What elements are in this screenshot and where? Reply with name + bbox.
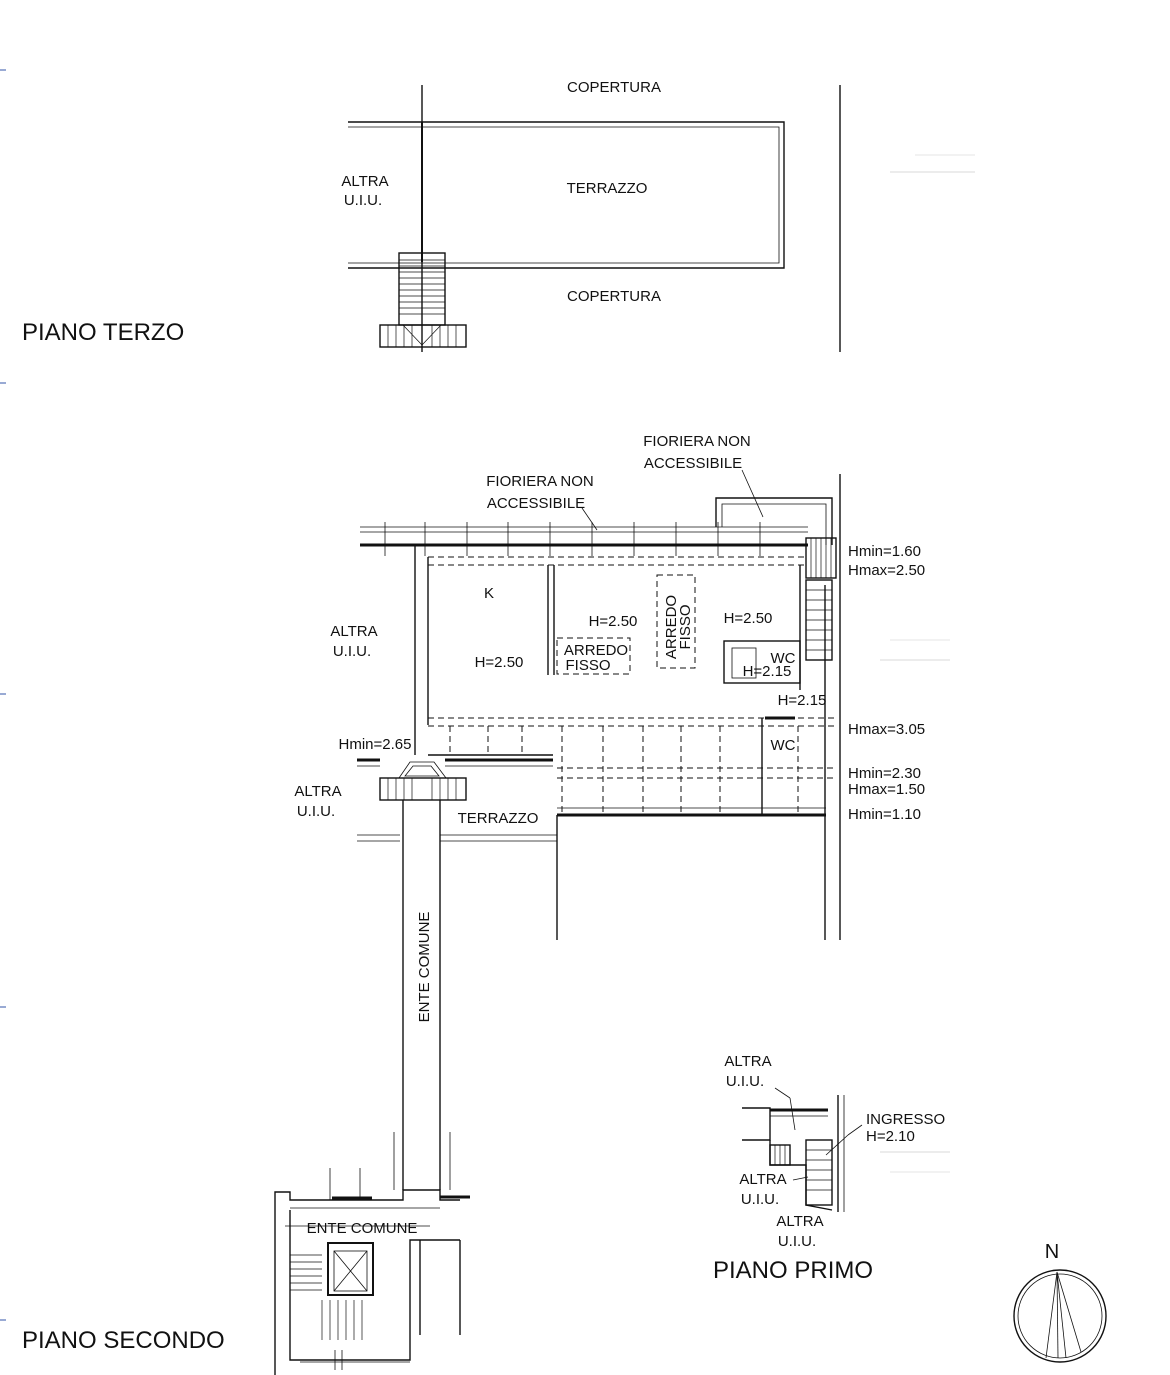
corridor-height-label: H=2.15 xyxy=(778,692,827,709)
arredo-fisso-vertical-line1: ARREDO xyxy=(663,595,680,659)
secondo-altra-b-line2: U.I.U. xyxy=(297,803,335,820)
secondo-terrazzo-label: TERRAZZO xyxy=(458,810,539,827)
margin-ticks xyxy=(0,69,6,1321)
ente-comune-vertical-label: ENTE COMUNE xyxy=(416,912,433,1023)
hmin-110-label: Hmin=1.10 xyxy=(848,806,921,823)
fioriera-right-line1: FIORIERA NON xyxy=(643,433,751,450)
primo-altra-a-line1: ALTRA xyxy=(724,1053,771,1070)
terzo-copertura-top-label: COPERTURA xyxy=(567,79,661,96)
piano-secondo-plan xyxy=(274,474,950,1375)
primo-altra-c-line1: ALTRA xyxy=(776,1213,823,1230)
ingresso-height-label: H=2.10 xyxy=(866,1128,915,1145)
fioriera-right-line2: ACCESSIBILE xyxy=(644,455,742,472)
secondo-altra-a-line1: ALTRA xyxy=(330,623,377,640)
height-label-center: H=2.50 xyxy=(589,613,638,630)
ingresso-label: INGRESSO xyxy=(866,1111,945,1128)
wc-label-upper: WC xyxy=(771,650,796,667)
arredo-fisso-line1: ARREDO xyxy=(564,642,628,659)
north-compass-icon xyxy=(1013,1269,1107,1363)
arredo-fisso-line2: FISSO xyxy=(565,657,610,674)
hmax-305-label: Hmax=3.05 xyxy=(848,721,925,738)
terzo-terrazzo-label: TERRAZZO xyxy=(567,180,648,197)
piano-terzo-plan xyxy=(348,85,975,352)
hmin-160-label: Hmin=1.60 xyxy=(848,543,921,560)
primo-altra-a-line2: U.I.U. xyxy=(726,1073,764,1090)
wc-height-label: H=2.15 xyxy=(743,663,792,680)
hmax-150-label: Hmax=1.50 xyxy=(848,781,925,798)
hmax-250-label: Hmax=2.50 xyxy=(848,562,925,579)
primo-altra-b-line1: ALTRA xyxy=(739,1171,786,1188)
piano-primo-title: PIANO PRIMO xyxy=(713,1257,873,1284)
height-label-right: H=2.50 xyxy=(724,610,773,627)
hmin-265-label: Hmin=2.65 xyxy=(339,736,412,753)
secondo-altra-b-line1: ALTRA xyxy=(294,783,341,800)
height-label-left: H=2.50 xyxy=(475,654,524,671)
primo-altra-c-line2: U.I.U. xyxy=(778,1233,816,1250)
hmin-230-label: Hmin=2.30 xyxy=(848,765,921,782)
piano-secondo-title: PIANO SECONDO xyxy=(22,1327,225,1354)
wc-label-lower: WC xyxy=(771,737,796,754)
kitchen-label: K xyxy=(484,585,494,602)
secondo-altra-a-line2: U.I.U. xyxy=(333,643,371,660)
piano-primo-plan xyxy=(742,1087,950,1212)
terzo-uiu-label: U.I.U. xyxy=(344,192,382,209)
terzo-altra-label: ALTRA xyxy=(341,173,388,190)
fioriera-left-line1: FIORIERA NON xyxy=(486,473,594,490)
fioriera-left-line2: ACCESSIBILE xyxy=(487,495,585,512)
terzo-copertura-bottom-label: COPERTURA xyxy=(567,288,661,305)
compass-north-label: N xyxy=(1045,1241,1059,1263)
ente-comune-horizontal-label: ENTE COMUNE xyxy=(307,1220,418,1237)
piano-terzo-title: PIANO TERZO xyxy=(22,319,184,346)
primo-altra-b-line2: U.I.U. xyxy=(741,1191,779,1208)
arredo-fisso-vertical-line2: FISSO xyxy=(677,604,694,649)
